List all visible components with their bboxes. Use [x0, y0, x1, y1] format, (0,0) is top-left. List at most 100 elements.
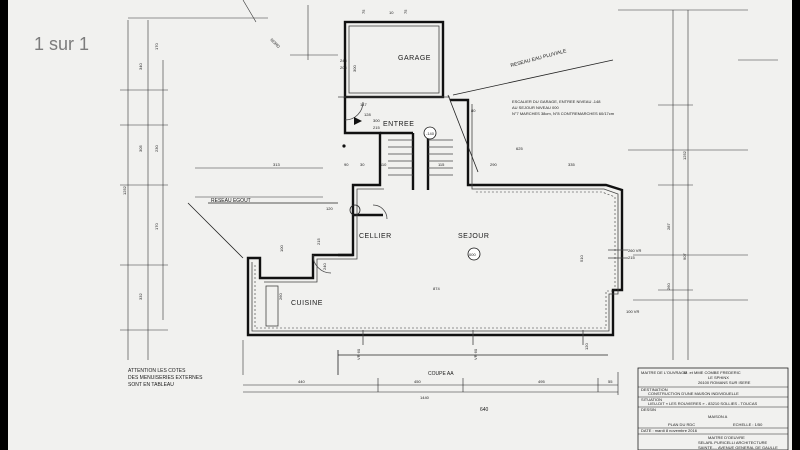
wall-insulation — [254, 191, 616, 329]
note-attention-1: ATTENTION LES COTES — [128, 368, 186, 374]
level-marker-entree: -140 — [423, 126, 437, 140]
dim-label: 290 — [490, 162, 497, 167]
floor-plan-drawing: -140 000 GARAGE ENTREE CELLIER SEJOUR CU… — [120, 0, 789, 450]
dim-label: 300 — [373, 118, 380, 123]
dim-label: 335 — [568, 162, 575, 167]
dim-label: 80 — [471, 108, 476, 113]
dim-label: 332 — [138, 293, 143, 300]
network-lines — [187, 59, 614, 375]
dim-label: 495 — [538, 379, 545, 384]
dim-label: 240 — [322, 263, 327, 270]
dim-label: 260 VR — [628, 248, 641, 253]
dim-label: 1252 — [682, 150, 687, 160]
dim-label: 147 — [360, 102, 367, 107]
dim-label: VR 60 — [473, 348, 478, 360]
dim-label: 110 — [380, 162, 387, 167]
dim-label: VR 60 — [356, 348, 361, 360]
title-block: MAITRE DE L'OUVRAGE M. et MME COMBE FRED… — [637, 367, 789, 450]
dim-label: 215 — [628, 255, 635, 260]
tb-destination-label: DESTINATION — [641, 387, 668, 392]
dim-label: 10 — [389, 10, 394, 15]
dim-label: 100 — [279, 245, 284, 252]
note-reseau-pluvial: RESEAU EAU PLUVIALE — [510, 48, 568, 69]
dim-label: 115 — [438, 162, 445, 167]
dimension-labels: 245 205 300 75 10 75 340 170 305 230 125… — [122, 9, 687, 400]
dim-label: 260 — [666, 283, 671, 290]
dim-label: 120 — [326, 206, 333, 211]
tb-archi-addr: SAINTE-... AVENUE GENERAL DE GAULLE — [698, 445, 778, 450]
room-sejour: SEJOUR — [458, 233, 489, 240]
room-cuisine: CUISINE — [291, 300, 323, 307]
dim-label: 245 — [340, 58, 347, 63]
dim-label: 313 — [273, 162, 280, 167]
dim-label: 215 — [373, 125, 380, 130]
dim-label: 1440 — [420, 395, 430, 400]
tb-addr1: LE SPHINX — [708, 375, 729, 380]
dim-label: 75 — [403, 9, 408, 14]
drain-point — [342, 144, 346, 148]
tb-dessin-label: DESSIN — [641, 407, 656, 412]
dim-label: 450 — [414, 379, 421, 384]
dim-label: 300 — [352, 65, 357, 72]
level-marker-sejour: 000 — [467, 247, 481, 261]
left-dimension-lines — [120, 0, 338, 375]
dim-label: 1252 — [122, 185, 127, 195]
note-stair-1: ESCALIER DU GARAGE, ENTREE NIVEAU -148 — [512, 99, 601, 104]
walls — [246, 20, 624, 337]
tb-situation-label: SITUATION — [641, 397, 662, 402]
note-attention-3: SONT EN TABLEAU — [128, 382, 174, 388]
room-cellier: CELLIER — [359, 233, 392, 240]
dim-label: 287 — [666, 223, 671, 230]
tb-date: DATE : mardi 8 novembre 2016 — [641, 428, 698, 433]
dim-label: 75 — [361, 9, 366, 14]
right-dimension-lines — [618, 9, 778, 360]
dim-label: 90 — [344, 162, 349, 167]
inner-wall-lines — [251, 25, 628, 345]
tb-addr2: 26100 ROMANS SUR ISERE — [698, 380, 751, 385]
dim-label: 55 — [608, 379, 613, 384]
tb-archi-label: MAITRE D'OEUVRE — [708, 435, 745, 440]
water-heater-symbol — [349, 204, 361, 216]
tb-destination-value: CONSTRUCTION D'UNE MAISON INDIVIDUELLE — [648, 391, 739, 396]
dim-label: 205 — [340, 65, 347, 70]
dim-label: 260 — [278, 293, 283, 300]
note-coupe: COUPE AA — [428, 371, 454, 377]
dim-label: 230 — [154, 145, 159, 152]
note-stair-3: N°7 MARCHES 38cm, N°8 CONTREMARCHES 60/1… — [512, 111, 615, 116]
dim-label: 215 — [316, 238, 321, 245]
dim-label: 907 — [682, 253, 687, 260]
tb-echelle: ECHELLE : 1/50 — [733, 422, 763, 427]
dim-label: 100 VR — [626, 309, 639, 314]
entry-arrow-icon — [354, 117, 362, 125]
dim-label: 305 — [138, 145, 143, 152]
room-garage: GARAGE — [398, 55, 431, 62]
tb-archi-value: SELARL PURICELLI ARCHITECTURE — [698, 440, 768, 445]
dim-label: 340 — [138, 63, 143, 70]
tb-maison: MAISON A — [708, 414, 728, 419]
note-attention-2: DES MENUISERIES EXTERNES — [128, 375, 203, 381]
floor-plan-page: -140 000 GARAGE ENTREE CELLIER SEJOUR CU… — [8, 0, 792, 450]
tb-maitre-label: MAITRE DE L'OUVRAGE — [641, 370, 687, 375]
tb-maitre-value: M. et MME COMBE FREDERIC — [684, 370, 741, 375]
level-entree-label: -140 — [426, 131, 435, 136]
dim-label: 170 — [154, 223, 159, 230]
note-stair-2: AU SEJOUR NIVEAU 000 — [512, 105, 559, 110]
dim-label: 30 — [360, 162, 365, 167]
page-counter: 1 sur 1 — [34, 34, 90, 54]
tb-situation-value: LIEU-DIT « LES ROUVIERES » - 83210 SOLLI… — [648, 401, 757, 406]
note-nord: NORD — [269, 37, 281, 49]
dim-label: 120 — [584, 343, 589, 350]
note-reseau-egout: RESEAU EGOUT — [211, 198, 251, 204]
dim-label: 440 — [298, 379, 305, 384]
note-handwritten: 640 — [480, 407, 489, 413]
dim-label: 874 — [433, 286, 440, 291]
dim-label: 170 — [154, 43, 159, 50]
dim-label: 625 — [516, 146, 523, 151]
tb-plan: PLAN DU RDC — [668, 422, 695, 427]
dim-label: 128 — [364, 112, 371, 117]
room-entree: ENTREE — [383, 121, 414, 128]
dim-label: 510 — [579, 255, 584, 262]
bottom-dimension-lines — [243, 372, 619, 395]
level-sejour-label: 000 — [469, 252, 476, 257]
